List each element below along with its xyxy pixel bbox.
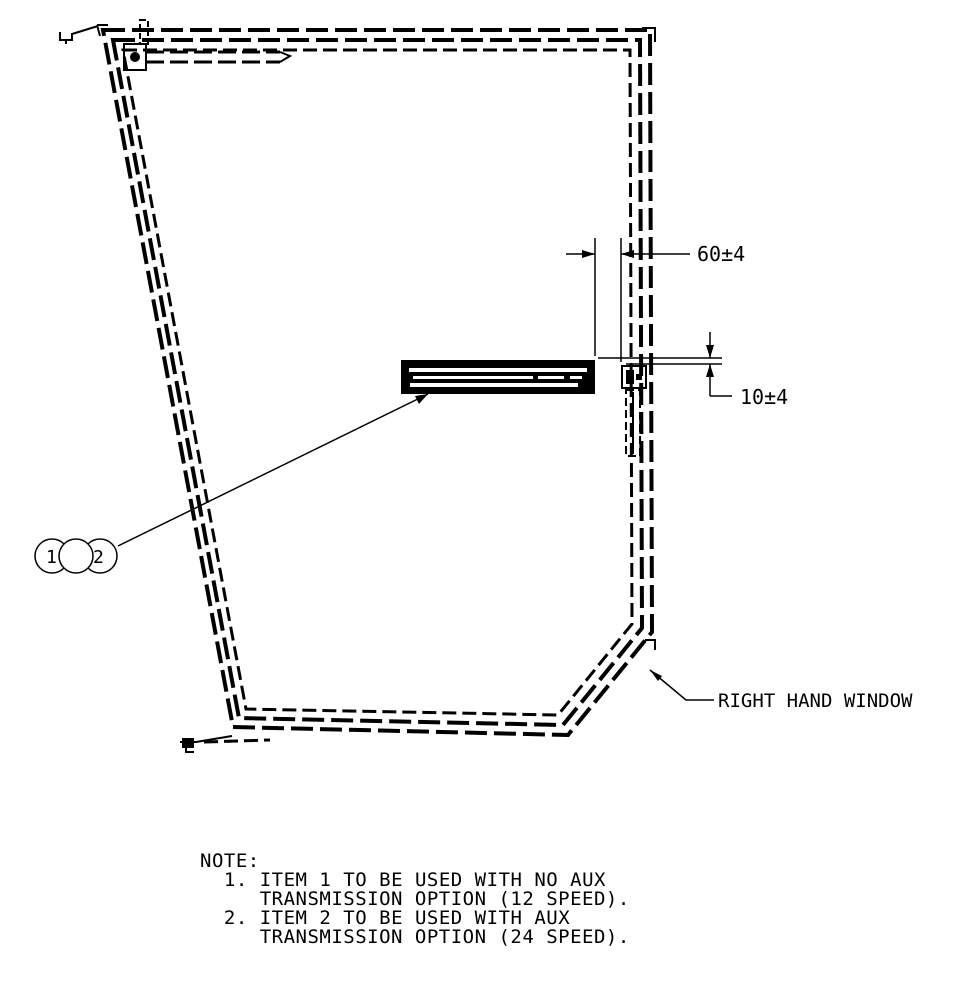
note-1-first-line: 1. ITEM 1 TO BE USED WITH NO AUX	[200, 871, 630, 890]
window-frame	[100, 28, 655, 738]
note-2-second-line: TRANSMISSION OPTION (24 SPEED).	[200, 928, 630, 947]
note-1-continuation: TRANSMISSION OPTION (12 SPEED).	[259, 888, 630, 910]
label-plate	[401, 360, 595, 394]
frame-corner-details	[96, 24, 656, 650]
note-2-first-line: 2. ITEM 2 TO BE USED WITH AUX	[200, 909, 630, 928]
balloon-item-2: 2	[93, 547, 104, 568]
window-callout-leader	[649, 669, 714, 701]
top-left-hinge	[59, 19, 293, 71]
bottom-left-hinge	[180, 735, 271, 753]
dimension-horizontal-label: 60±4	[697, 242, 745, 266]
note-1-number: 1.	[223, 869, 248, 891]
dimension-horizontal	[566, 238, 690, 362]
item-balloons	[34, 393, 429, 574]
notes-block: NOTE: 1. ITEM 1 TO BE USED WITH NO AUX T…	[200, 852, 630, 947]
right-latch	[621, 365, 647, 457]
note-1-second-line: TRANSMISSION OPTION (12 SPEED).	[200, 890, 630, 909]
note-2-continuation: TRANSMISSION OPTION (24 SPEED).	[259, 926, 630, 948]
notes-heading: NOTE:	[200, 850, 260, 872]
dimension-vertical	[598, 332, 732, 397]
note-2-text: ITEM 2 TO BE USED WITH AUX	[259, 907, 571, 929]
window-callout-label: RIGHT HAND WINDOW	[718, 690, 913, 712]
note-1-text: ITEM 1 TO BE USED WITH NO AUX	[259, 869, 606, 891]
note-2-number: 2.	[223, 907, 248, 929]
dimension-vertical-label: 10±4	[740, 385, 788, 409]
balloon-item-1: 1	[46, 547, 57, 568]
